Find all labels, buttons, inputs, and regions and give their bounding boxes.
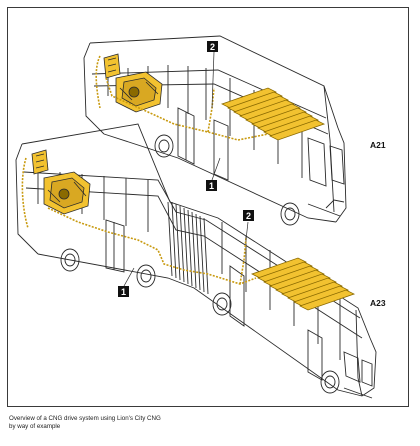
gas-tanks-a23 [250,257,356,311]
bus-a21 [83,35,347,226]
cooler-a23 [31,149,49,175]
callout-marker-top-1: 1 [206,157,221,191]
cooler-a21 [103,53,121,79]
model-label-a23: A23 [370,298,386,308]
figure-frame: 2 1 A21 [7,7,409,407]
caption-line-2: by way of example [9,423,61,430]
gas-tanks-a21 [220,87,326,141]
cng-system-diagram: 2 1 A21 [15,35,386,399]
engine-a23 [43,171,91,215]
callout-label-top-1: 1 [209,181,214,191]
model-label-a21: A21 [370,140,386,150]
figure-caption: Overview of a CNG drive system using Lio… [9,415,409,431]
callout-marker-bottom-2: 2 [243,210,254,241]
callout-marker-bottom-1: 1 [118,267,135,297]
engine-a21 [115,71,163,113]
callout-label-bottom-2: 2 [246,211,251,221]
caption-line-1: Overview of a CNG drive system using Lio… [9,415,161,422]
callout-marker-top-2: 2 [207,41,218,109]
gas-line-a23 [21,157,257,285]
callout-label-bottom-1: 1 [121,287,126,297]
callout-label-top-2: 2 [210,42,215,52]
bus-a23 [15,123,377,399]
